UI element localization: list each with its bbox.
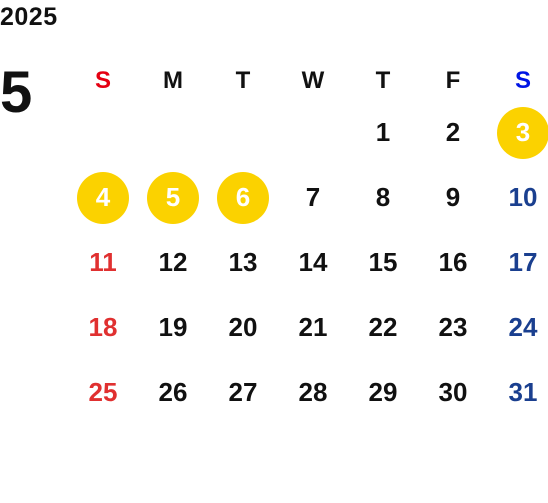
day-number: 28 <box>298 377 328 407</box>
day-cell <box>208 100 278 165</box>
day-number: 8 <box>375 182 391 212</box>
day-number: 25 <box>88 377 118 407</box>
day-number: 26 <box>158 377 188 407</box>
day-cell: 4 <box>68 165 138 230</box>
day-number: 12 <box>158 247 188 277</box>
day-cell: 19 <box>138 295 208 360</box>
day-cell: 24 <box>488 295 548 360</box>
weekday-header: S <box>514 67 531 94</box>
weekday-header: T <box>375 67 391 94</box>
day-cell: 14 <box>278 230 348 295</box>
day-cell: 20 <box>208 295 278 360</box>
day-number: 4 <box>77 171 129 224</box>
day-cell: 11 <box>68 230 138 295</box>
day-number: 21 <box>298 312 328 342</box>
day-cell: 5 <box>138 165 208 230</box>
day-number: 7 <box>305 182 321 212</box>
day-number: 2 <box>445 117 461 147</box>
weekday-header: T <box>235 67 251 94</box>
day-cell: 10 <box>488 165 548 230</box>
month-number: 5 <box>0 60 33 125</box>
day-number: 18 <box>88 312 118 342</box>
day-cell <box>138 100 208 165</box>
day-cell: 26 <box>138 360 208 425</box>
weekday-header: W <box>301 67 325 94</box>
day-cell: 17 <box>488 230 548 295</box>
day-number: 13 <box>228 247 258 277</box>
day-cell: 23 <box>418 295 488 360</box>
day-cell: 9 <box>418 165 488 230</box>
day-cell: 3 <box>488 100 548 165</box>
day-number: 15 <box>368 247 398 277</box>
day-cell: 31 <box>488 360 548 425</box>
day-number: 22 <box>368 312 398 342</box>
day-cell: 7 <box>278 165 348 230</box>
weekday-header: S <box>94 67 111 94</box>
day-number: 27 <box>228 377 258 407</box>
day-number: 17 <box>508 247 538 277</box>
day-cell: 30 <box>418 360 488 425</box>
weekday-header: F <box>445 67 461 94</box>
day-cell: 1 <box>348 100 418 165</box>
day-number: 1 <box>375 117 391 147</box>
day-number: 10 <box>508 182 538 212</box>
year-label: 2025 <box>0 3 58 31</box>
day-cell: 27 <box>208 360 278 425</box>
day-cell <box>278 100 348 165</box>
day-cell: 28 <box>278 360 348 425</box>
day-cell: 6 <box>208 165 278 230</box>
day-cell: 16 <box>418 230 488 295</box>
day-number: 19 <box>158 312 188 342</box>
day-number: 30 <box>438 377 468 407</box>
day-cell: 18 <box>68 295 138 360</box>
day-number: 9 <box>445 182 461 212</box>
day-number: 5 <box>147 171 199 224</box>
day-number: 11 <box>89 247 117 277</box>
day-cell: 2 <box>418 100 488 165</box>
day-cell: 15 <box>348 230 418 295</box>
day-cell: 29 <box>348 360 418 425</box>
day-number: 14 <box>298 247 328 277</box>
day-cell: 21 <box>278 295 348 360</box>
day-cell: 25 <box>68 360 138 425</box>
day-number: 31 <box>508 377 538 407</box>
day-cell: 12 <box>138 230 208 295</box>
day-number: 20 <box>228 312 258 342</box>
day-cell: 8 <box>348 165 418 230</box>
day-number: 29 <box>368 377 398 407</box>
day-cell <box>68 100 138 165</box>
day-cell: 22 <box>348 295 418 360</box>
day-number: 6 <box>217 171 269 224</box>
day-number: 3 <box>497 106 548 159</box>
day-number: 16 <box>438 247 468 277</box>
day-number: 23 <box>438 312 468 342</box>
day-number: 24 <box>508 312 538 342</box>
day-cell: 13 <box>208 230 278 295</box>
weekday-header: M <box>163 67 183 94</box>
